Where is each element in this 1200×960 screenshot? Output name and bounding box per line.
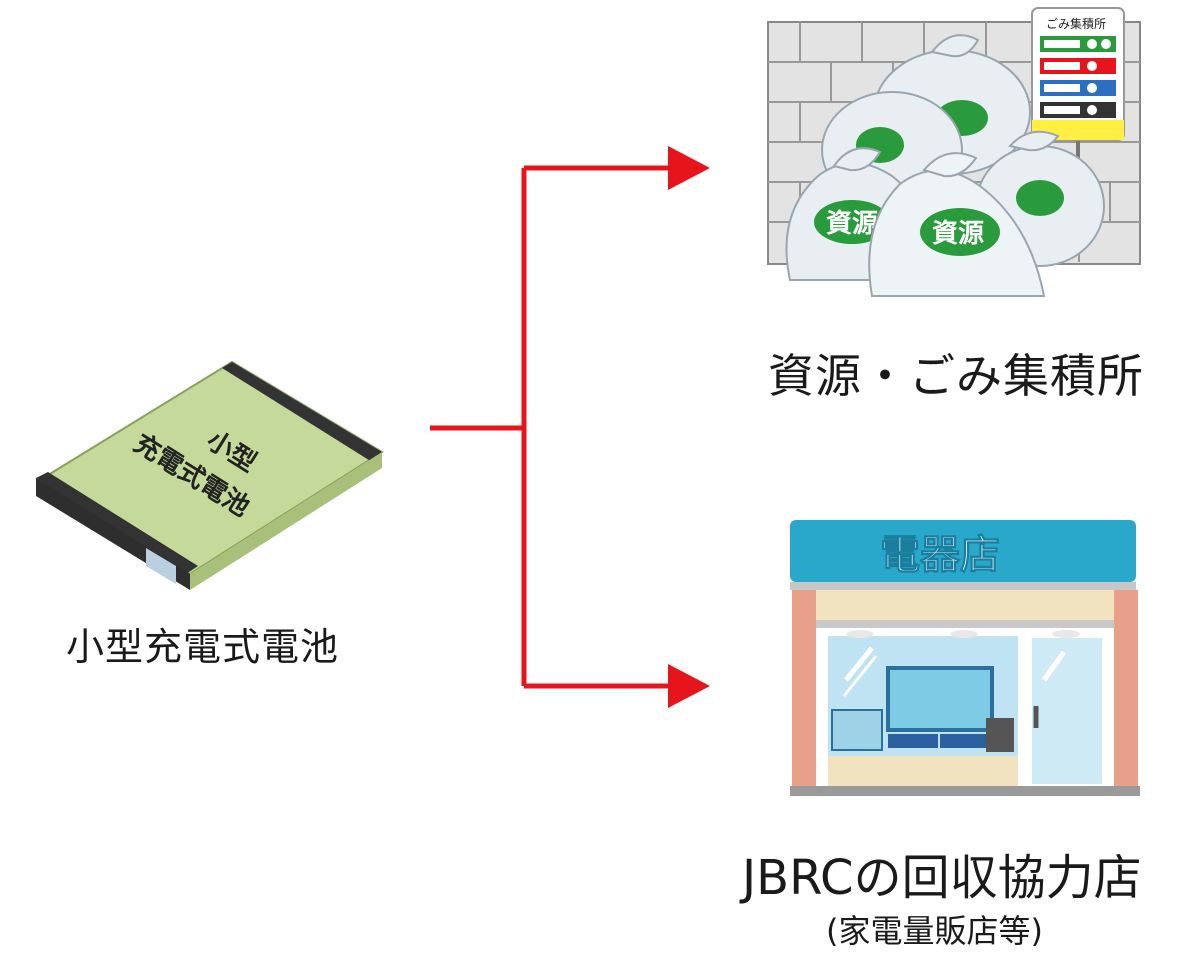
sign-title: ごみ集積所 [1046,16,1106,31]
shop-sub-label: (家電量販店等) [826,912,1043,950]
battery-side [190,452,382,590]
shop-display-screen [886,666,994,732]
bag-badge [814,200,890,244]
battery-edge-bottom [36,472,198,574]
shop-door [1028,634,1106,788]
battery-terminal [146,548,176,584]
shop-pillar-right [1114,590,1138,794]
garbage-bag-front-center: 資源 [868,152,1046,297]
shop-illustration: 電器店 [790,520,1140,796]
bag-text: 資源 [932,219,984,249]
shop-counter [828,756,1018,786]
battery-face [38,360,384,576]
shop-sign [790,520,1136,582]
branch-arrows [430,146,710,708]
shop-base [790,786,1140,796]
battery-label: 小型充電式電池 [66,625,340,669]
shop-sign-text: 電器店 [880,532,1000,578]
bag-badge [920,208,1000,256]
battery-illustration: 小型 充電式電池 [36,360,384,590]
battery-edge-top [222,362,382,462]
bag-text: 資源 [826,209,878,239]
shop-pillar-left [792,590,816,794]
arrowhead-bottom [668,664,710,708]
collection-point-illustration: ごみ集積所 資源 [767,7,1141,297]
collection-point-label: 資源・ごみ集積所 [768,349,1144,403]
shop-label: JBRCの回収協力店 [742,850,1142,906]
arrowhead-top [668,146,710,190]
